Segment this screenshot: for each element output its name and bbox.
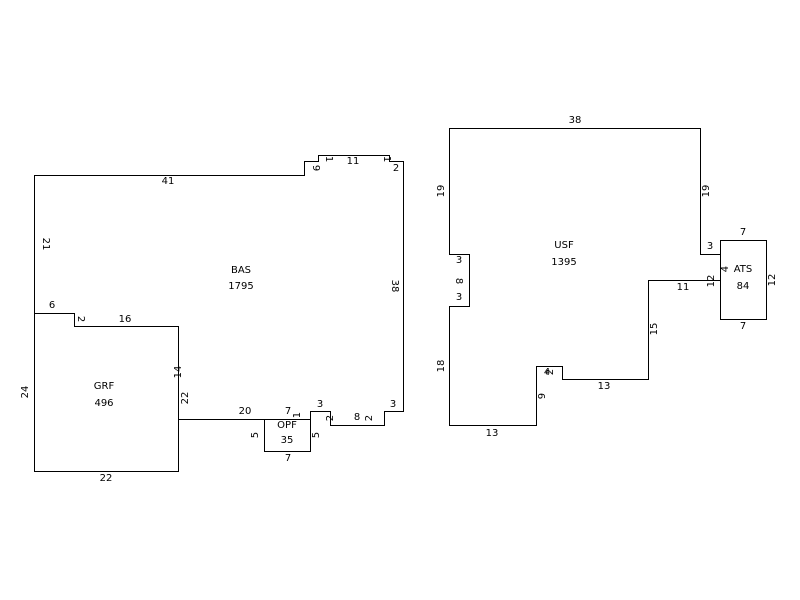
opf-size: 35	[281, 435, 294, 446]
dim-bas-opf-small: 1	[292, 412, 303, 418]
dim-usf-left-jog-b: 3	[456, 292, 462, 303]
bas-code: BAS	[231, 265, 251, 276]
dim-bas-top-left: 41	[162, 176, 175, 187]
grf-size: 496	[94, 398, 113, 409]
dim-bas-step-down: 2	[75, 316, 86, 322]
dim-bas-bottom-step: 3	[317, 399, 323, 410]
dim-bas-right: 38	[389, 280, 400, 293]
dim-usf-ledge: 11	[677, 282, 690, 293]
dim-usf-small-a: 4	[544, 367, 550, 378]
usf-outline	[449, 128, 721, 426]
dim-ats-top: 7	[740, 227, 746, 238]
dim-opf-right: 5	[311, 432, 322, 438]
dim-bas-step-top: 6	[49, 300, 55, 311]
ats-size: 84	[737, 281, 750, 292]
usf-code: USF	[554, 240, 574, 251]
dim-usf-bottom-mid: 13	[598, 381, 611, 392]
dim-bas-grf-side-lower: 22	[180, 392, 191, 405]
dim-opf-bottom: 7	[285, 453, 291, 464]
dim-bas-step-run: 16	[119, 314, 132, 325]
usf-size: 1395	[551, 257, 576, 268]
dim-ats-left-small: 4	[720, 266, 731, 272]
dim-bas-bottom-jog-a: 2	[325, 415, 336, 421]
dim-usf-left-upper: 19	[436, 185, 447, 198]
dim-usf-ledge-up: 12	[706, 275, 717, 288]
dim-bas-bottom-mid: 8	[354, 412, 360, 423]
dim-usf-top: 38	[569, 115, 582, 126]
dim-bas-notch-d: 2	[393, 163, 399, 174]
dim-bas-opf-top: 7	[285, 406, 291, 417]
dim-usf-small-b: 2	[545, 369, 556, 375]
dim-bas-bottom-left: 20	[239, 406, 252, 417]
ats-outline	[720, 240, 767, 320]
dim-opf-left: 5	[250, 432, 261, 438]
dim-grf-bottom: 22	[100, 473, 113, 484]
dim-usf-right-step: 3	[707, 241, 713, 252]
dim-bas-notch-b: 1	[323, 156, 334, 162]
dim-usf-bottom-left: 13	[486, 428, 499, 439]
dim-bas-bottom-right-step: 3	[390, 399, 396, 410]
dim-usf-right-mid: 15	[649, 323, 660, 336]
dim-bas-bottom-jog-b: 2	[364, 415, 375, 421]
dim-usf-left-jog-a: 3	[456, 255, 462, 266]
dim-ats-right: 12	[767, 274, 778, 287]
opf-outline	[264, 419, 311, 452]
grf-code: GRF	[94, 381, 115, 392]
opf-code: OPF	[277, 420, 297, 431]
dim-bas-notch-a: 9	[310, 165, 321, 171]
grf-outline	[34, 313, 179, 472]
dim-bas-top-right: 11	[347, 156, 360, 167]
dim-bas-notch-c: 1	[381, 156, 392, 162]
dim-usf-left-lower: 18	[436, 360, 447, 373]
dim-usf-left-jog-mid: 8	[453, 278, 464, 284]
dim-bas-grf-side-upper: 14	[173, 366, 184, 379]
ats-code: ATS	[734, 264, 753, 275]
dim-usf-right-upper: 19	[701, 185, 712, 198]
dim-bas-left: 21	[40, 238, 51, 251]
bas-size: 1795	[228, 281, 253, 292]
bas-outline	[34, 155, 404, 426]
dim-grf-left: 24	[20, 386, 31, 399]
dim-usf-lower-vertical: 9	[537, 393, 548, 399]
dim-ats-bottom: 7	[740, 321, 746, 332]
